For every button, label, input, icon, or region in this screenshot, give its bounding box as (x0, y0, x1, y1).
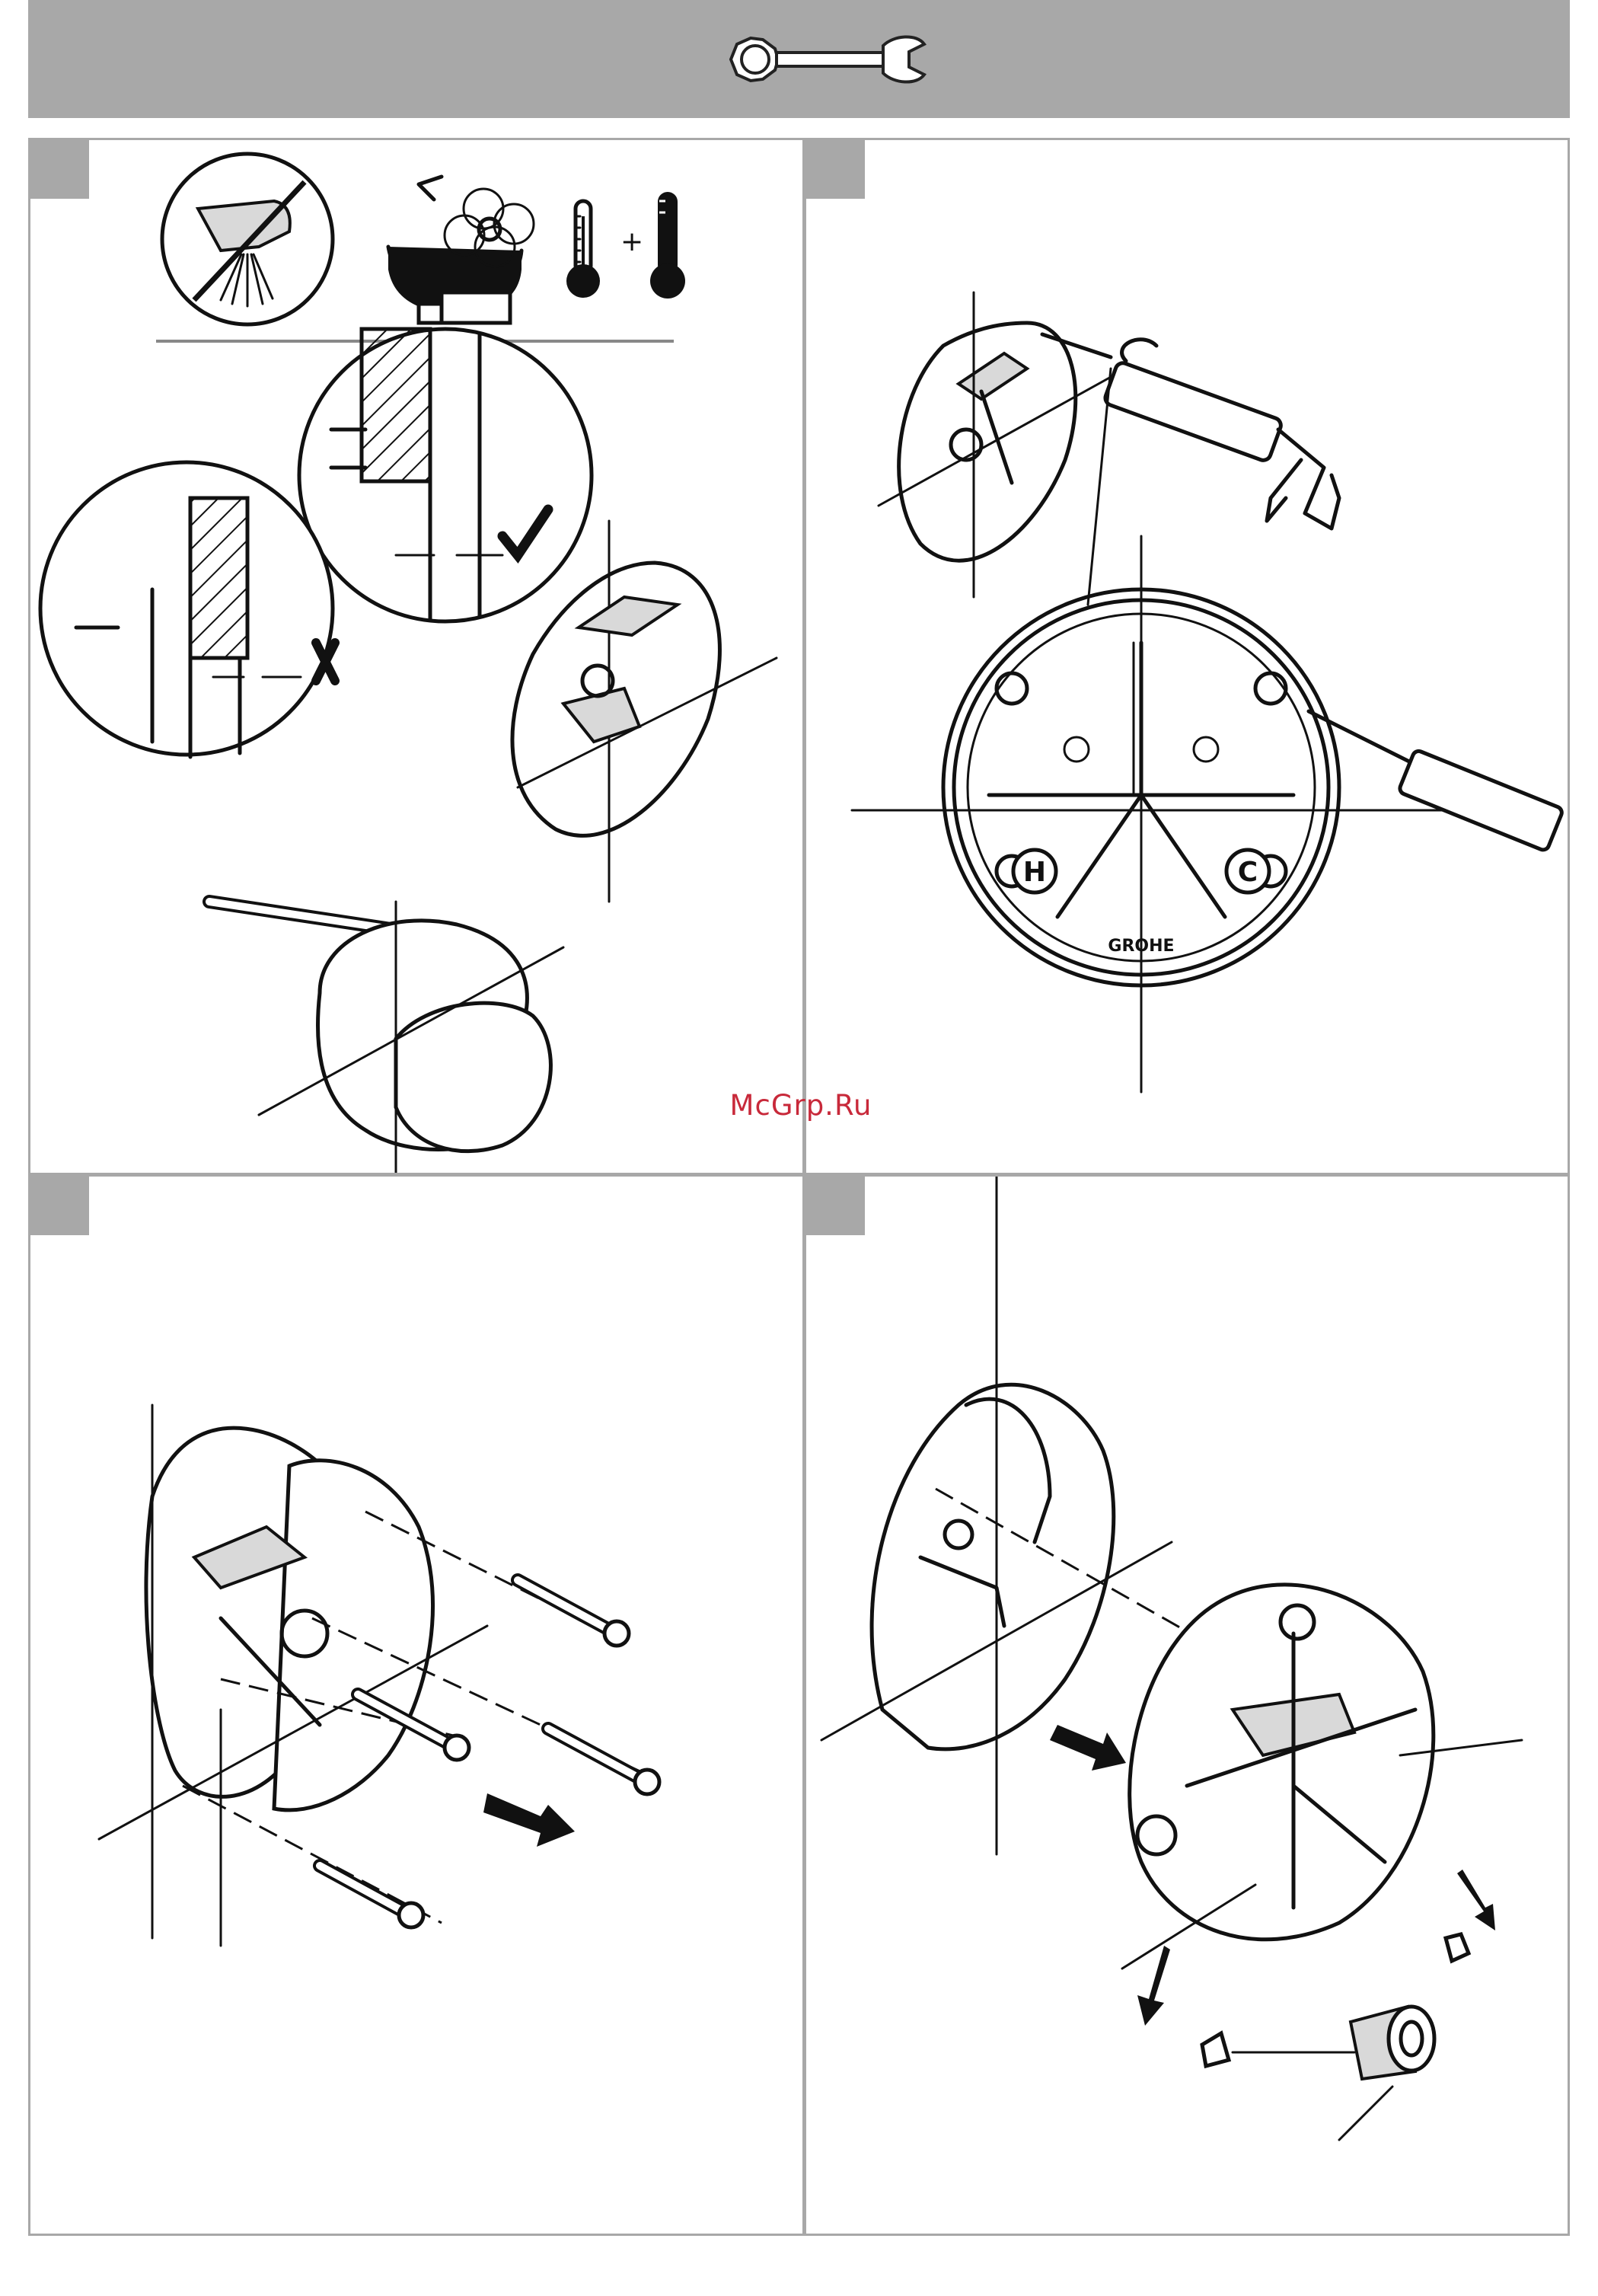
panel-2-illustration: H C GROHE (806, 140, 1570, 1173)
no-spray-icon (162, 154, 333, 324)
plug-icon (1351, 2007, 1434, 2079)
panel-4-illustration (806, 1177, 1570, 2236)
panel-3-illustration (30, 1177, 802, 2236)
arrow-icon (1137, 1946, 1170, 2026)
arrow-icon (1050, 1725, 1126, 1771)
thermometer-icon (650, 193, 685, 299)
wall-detail-correct (299, 329, 592, 621)
screw-icon (518, 1580, 629, 1646)
screw-icon (320, 1866, 423, 1927)
watermark-text: McGrp.Ru (725, 1089, 877, 1122)
plus-sign: + (620, 226, 643, 257)
brand-label: GROHE (1108, 937, 1174, 956)
thermometer-icon (566, 201, 600, 298)
panel-1-illustration: + (30, 140, 802, 1173)
arrow-icon (1457, 1870, 1495, 1930)
header-bar (28, 0, 1570, 118)
screw-icon (548, 1729, 659, 1794)
hot-label: H (1023, 857, 1046, 888)
wrench-icon (717, 21, 946, 97)
arrow-icon (483, 1793, 575, 1847)
cold-label: C (1238, 857, 1258, 888)
valve-housing-front (852, 536, 1491, 1092)
valve-body (209, 902, 563, 1173)
caulk-gun-icon (879, 292, 1339, 597)
wall-detail-wrong (40, 462, 335, 757)
flush-rotate-icon (388, 177, 534, 323)
